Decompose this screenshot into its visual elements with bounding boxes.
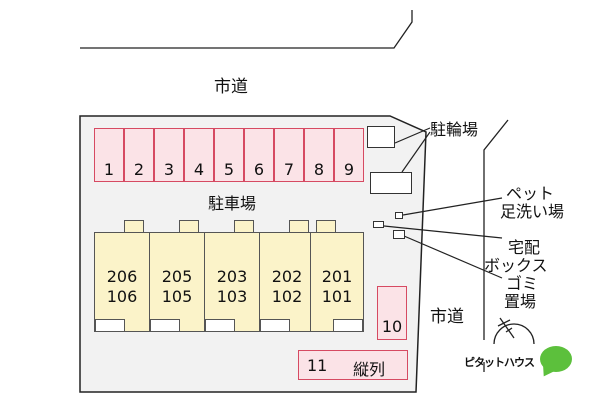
unit-upper-number: 202 xyxy=(271,267,303,286)
speech-bubble-icon xyxy=(540,346,572,372)
delivery-box-marker xyxy=(373,221,384,228)
unit-entrance-tab xyxy=(289,220,309,234)
parking-space-4: 4 xyxy=(184,128,214,182)
parking-space-number: 11 xyxy=(307,356,328,375)
unit-205-105: 205 105 xyxy=(149,232,205,332)
parking-lot-label: 駐車場 xyxy=(208,194,257,213)
parking-space-9: 9 xyxy=(334,128,364,182)
unit-lower-number: 106 xyxy=(106,287,138,306)
bicycle-parking-box-2 xyxy=(370,172,412,194)
parking-space-number: 7 xyxy=(283,160,295,179)
unit-lower-number: 105 xyxy=(161,287,193,306)
top-road-edge xyxy=(80,10,413,49)
pet-wash-marker xyxy=(395,212,403,219)
delivery-box-label-2: ボックス xyxy=(484,256,548,275)
unit-201-101: 201 101 xyxy=(310,232,364,332)
unit-lower-number: 101 xyxy=(321,287,353,306)
leader-bicycle-2 xyxy=(401,131,431,173)
garbage-area-label-1: ゴミ xyxy=(506,274,539,293)
parking-space-11: 11 縦列 xyxy=(298,350,408,380)
parking-space-number: 8 xyxy=(313,160,325,179)
leader-garbage xyxy=(403,235,503,279)
parking-space-number: 2 xyxy=(133,160,145,179)
parking-space-number: 9 xyxy=(343,160,355,179)
parking-space-number: 10 xyxy=(381,317,403,336)
leader-pet-wash xyxy=(402,197,503,216)
garbage-area-marker xyxy=(393,230,405,239)
pet-wash-label-1: ペット xyxy=(506,184,555,203)
brand-logo-text: ピタットハウス xyxy=(464,356,535,369)
brand-logo: ピタットハウス xyxy=(464,344,576,384)
unit-door xyxy=(95,319,125,331)
unit-entrance-tab xyxy=(316,220,336,234)
leader-bicycle xyxy=(394,127,431,144)
parking-space-number: 4 xyxy=(193,160,205,179)
unit-entrance-tab xyxy=(124,220,144,234)
unit-206-106: 206 106 xyxy=(94,232,150,332)
unit-door xyxy=(260,319,290,331)
unit-door xyxy=(205,319,235,331)
parking-space-8: 8 xyxy=(304,128,334,182)
parking-space-7: 7 xyxy=(274,128,304,182)
unit-door xyxy=(333,319,363,331)
bicycle-parking-box-1 xyxy=(367,126,395,148)
unit-upper-number: 201 xyxy=(321,267,353,286)
top-road-label: 市道 xyxy=(214,77,248,97)
unit-upper-number: 206 xyxy=(106,267,138,286)
parking-space-2: 2 xyxy=(124,128,154,182)
parking-space-number: 6 xyxy=(253,160,265,179)
right-road-edge-left xyxy=(483,119,509,340)
pet-wash-label-2: 足洗い場 xyxy=(500,202,565,221)
parking-space-3: 3 xyxy=(154,128,184,182)
unit-lower-number: 102 xyxy=(271,287,303,306)
garbage-area-label-2: 置場 xyxy=(504,292,537,311)
unit-entrance-tab xyxy=(179,220,199,234)
north-arrow-icon xyxy=(493,317,535,345)
parking-space-6: 6 xyxy=(244,128,274,182)
parking-space-10: 10 xyxy=(377,286,407,340)
unit-door xyxy=(150,319,180,331)
unit-203-103: 203 103 xyxy=(204,232,260,332)
parking-space-5: 5 xyxy=(214,128,244,182)
bicycle-parking-label: 駐輪場 xyxy=(430,120,479,139)
unit-202-102: 202 102 xyxy=(259,232,315,332)
parking-space-1: 1 xyxy=(94,128,124,182)
parking-space-number: 3 xyxy=(163,160,175,179)
right-road-label: 市道 xyxy=(430,307,464,327)
unit-upper-number: 205 xyxy=(161,267,193,286)
delivery-box-label-1: 宅配 xyxy=(508,238,541,257)
unit-upper-number: 203 xyxy=(216,267,248,286)
leader-delivery xyxy=(383,225,503,239)
parking-space-number: 5 xyxy=(223,160,235,179)
unit-entrance-tab xyxy=(234,220,254,234)
unit-lower-number: 103 xyxy=(216,287,248,306)
tandem-parking-note: 縦列 xyxy=(353,360,386,379)
parking-space-number: 1 xyxy=(103,160,115,179)
